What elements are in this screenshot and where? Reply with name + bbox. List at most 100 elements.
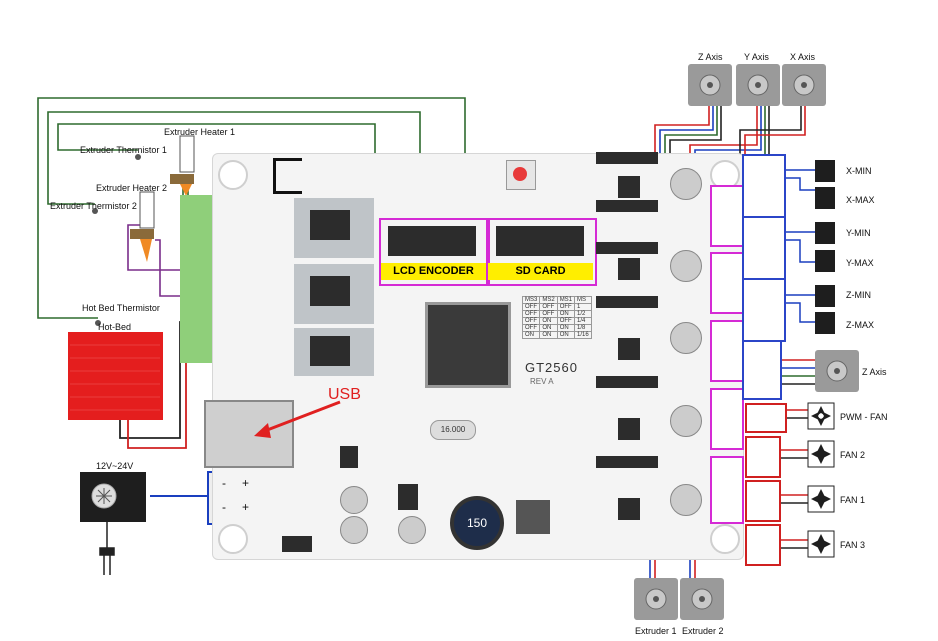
voltage-regulator [516, 500, 550, 534]
y-max-label: Y-MAX [846, 258, 874, 268]
power-supply-label: 12V~24V [96, 461, 134, 471]
fan-2-connector [745, 436, 781, 478]
table-cell: OFF [521, 310, 541, 318]
microstep-jumpers [618, 418, 640, 440]
y-min-label: Y-MIN [846, 228, 871, 238]
z2-motor-connector [742, 338, 782, 400]
capacitor [398, 516, 426, 544]
x-min-label: X-MIN [846, 166, 872, 176]
table-header: MS1 [556, 296, 576, 304]
power-plus-1: + [242, 476, 250, 490]
extruder-1-label: Extruder 1 [635, 626, 677, 636]
mount-hole [218, 524, 248, 554]
capacitor [340, 486, 368, 514]
motor-connector-x [710, 185, 744, 247]
board-name-text: GT2560 [525, 360, 578, 375]
fans [807, 402, 835, 558]
sd-card-label: SD CARD [488, 263, 593, 280]
microstep-jumpers [618, 176, 640, 198]
z-min-label: Z-MIN [846, 290, 871, 300]
thermistor-1-probe [135, 154, 141, 160]
atmega-mcu [425, 302, 511, 388]
mount-hole [218, 160, 248, 190]
stepper-motor-z-side [815, 350, 859, 392]
mount-hole [710, 524, 740, 554]
usb-label: USB [328, 386, 361, 403]
capacitor [670, 250, 702, 282]
hotbed-plate [68, 332, 163, 420]
extruder-thermistor-2-label: Extruder Thermistor 2 [50, 201, 137, 211]
driver-socket [596, 376, 658, 388]
table-cell: OFF [539, 310, 558, 318]
lcd-encoder-label: LCD ENCODER [381, 263, 486, 280]
usb-arrow [254, 400, 341, 438]
inductor: 150 [450, 496, 504, 550]
capacitor [670, 322, 702, 354]
microstep-jumpers [618, 258, 640, 280]
driver-socket [596, 456, 658, 468]
table-cell: 1/4 [574, 317, 592, 325]
usb-port [204, 400, 294, 468]
hotbed-pattern [70, 344, 160, 411]
fan-3-label: FAN 3 [840, 540, 866, 550]
mosfet [310, 276, 350, 306]
hot-bed-label: Hot-Bed [98, 322, 132, 332]
microstep-jumpers [618, 338, 640, 360]
table-cell: 1 [574, 303, 592, 311]
fan-1-label: FAN 1 [840, 495, 866, 505]
table-cell: 1/8 [574, 324, 592, 332]
pwm-fan-connector [745, 403, 787, 433]
table-cell: ON [539, 324, 558, 332]
ic-chip [340, 446, 358, 468]
ic-chip [398, 484, 418, 510]
table-header: MS3 [521, 296, 541, 304]
power-minus-1: - [222, 476, 226, 490]
stepper-motors-top [688, 64, 826, 106]
reset-button-cap [513, 167, 527, 181]
table-cell: OFF [539, 303, 558, 311]
driver-socket [596, 296, 658, 308]
mosfet [310, 336, 350, 366]
thermistor-wires [37, 97, 466, 319]
hotbed-thermistor-probe [95, 320, 101, 326]
capacitor [670, 405, 702, 437]
table-cell: 1/2 [574, 310, 592, 318]
x-max-label: X-MAX [846, 195, 875, 205]
table-cell: ON [539, 317, 558, 325]
capacitor [670, 168, 702, 200]
sd-card-header [496, 226, 584, 256]
table-header: MS2 [539, 296, 558, 304]
lcd-encoder-header [388, 226, 476, 256]
table-cell: OFF [521, 303, 541, 311]
table-cell: OFF [521, 317, 541, 325]
table-header: MS [574, 296, 592, 304]
motor-connector-z [710, 320, 744, 382]
table-cell: ON [556, 331, 576, 339]
motor-connector-e1 [710, 388, 744, 450]
power-plug [99, 522, 115, 575]
switch [282, 536, 312, 552]
table-cell: 1/16 [574, 331, 592, 339]
endstop-switches [815, 160, 835, 334]
hot-bed-thermistor-label: Hot Bed Thermistor [82, 303, 160, 313]
board-logo [273, 158, 302, 194]
x-axis-label: X Axis [790, 52, 816, 62]
driver-socket [596, 242, 658, 254]
heater-2-body [139, 191, 155, 229]
driver-socket [596, 200, 658, 212]
z-side-wires [780, 359, 815, 385]
extruder-heater-1-label: Extruder Heater 1 [164, 127, 236, 137]
stepper-motors-bottom [634, 578, 724, 620]
pwm-fan-label: PWM - FAN [840, 412, 888, 422]
table-cell: ON [556, 310, 576, 318]
z-max-label: Z-MAX [846, 320, 874, 330]
driver-socket [596, 152, 658, 164]
capacitor [670, 484, 702, 516]
power-plus-2: + [242, 500, 250, 514]
extruder-heater-2-label: Extruder Heater 2 [96, 183, 168, 193]
